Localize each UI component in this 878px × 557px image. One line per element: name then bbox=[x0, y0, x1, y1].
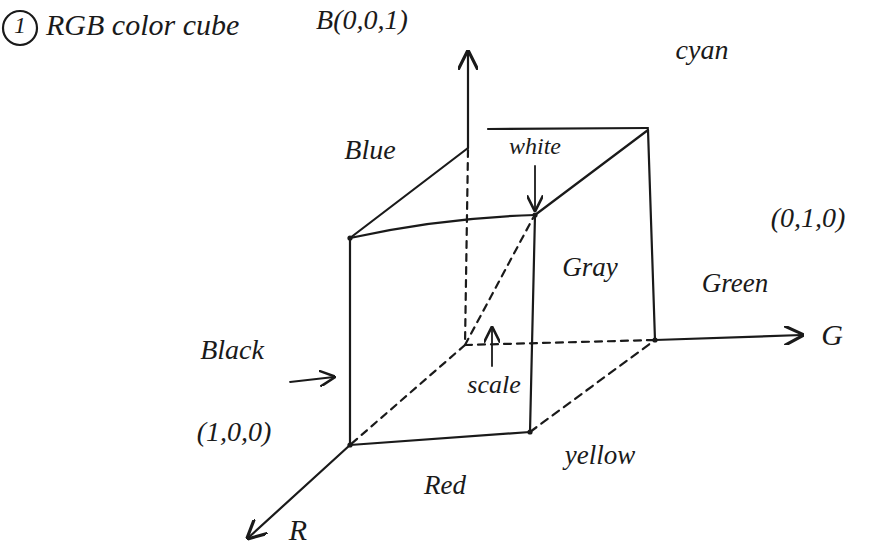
vertex-dot bbox=[532, 212, 537, 217]
vertex-dot bbox=[347, 235, 352, 240]
cube-edge bbox=[350, 215, 535, 238]
cube-edge bbox=[350, 432, 530, 445]
cube-edge bbox=[648, 130, 655, 340]
vertex-dot bbox=[652, 337, 657, 342]
axis-name: G bbox=[821, 318, 843, 353]
cube-edge bbox=[530, 340, 655, 432]
vertex-label: Red bbox=[424, 470, 466, 501]
hidden-edge bbox=[465, 340, 655, 345]
vertex-label: Green bbox=[702, 268, 768, 299]
diagonal-label: scale bbox=[467, 370, 520, 400]
pointer-arrow bbox=[491, 328, 493, 366]
diagonal-label: Gray bbox=[562, 252, 618, 283]
blue-axis bbox=[467, 52, 469, 148]
axis-coordinate: (0,1,0) bbox=[771, 202, 846, 234]
cube-edge bbox=[530, 215, 535, 432]
cube-edge bbox=[349, 238, 351, 445]
vertex-label: yellow bbox=[565, 440, 635, 471]
vertex-dot bbox=[347, 442, 352, 447]
axis-name: R bbox=[289, 513, 307, 548]
axis-coordinate: (1,0,0) bbox=[197, 416, 272, 448]
axis-coordinate: B(0,0,1) bbox=[316, 4, 408, 36]
hidden-edge bbox=[350, 345, 465, 445]
green-axis bbox=[655, 335, 802, 340]
vertex-label: Black bbox=[200, 334, 264, 366]
hidden-edge bbox=[465, 150, 468, 345]
gray-diagonal bbox=[465, 218, 533, 345]
vertex-label: Blue bbox=[344, 134, 395, 166]
vertex-dot bbox=[527, 429, 532, 434]
callout-number: 1 bbox=[14, 12, 26, 40]
pointer-arrow bbox=[290, 377, 334, 382]
pointer-arrow bbox=[534, 166, 536, 210]
cube-edge bbox=[488, 128, 648, 129]
callout-circle bbox=[3, 11, 37, 45]
vertex-label: white bbox=[509, 133, 561, 161]
vertex-label: cyan bbox=[676, 34, 729, 66]
diagram-title: RGB color cube bbox=[46, 8, 239, 43]
